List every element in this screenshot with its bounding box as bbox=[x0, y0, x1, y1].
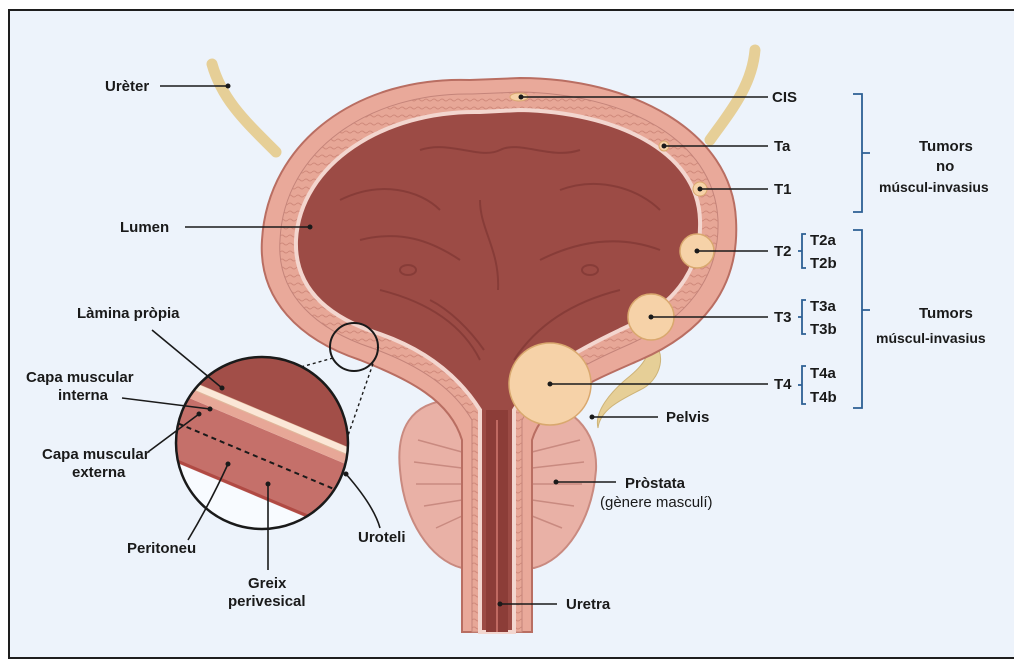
label-ureter: Urèter bbox=[105, 78, 149, 95]
ureter-left bbox=[212, 64, 276, 152]
label-capa-muscular-interna-2: interna bbox=[58, 387, 109, 404]
label-invasive-2: múscul-invasius bbox=[876, 330, 986, 346]
label-t4: T4 bbox=[774, 376, 792, 393]
label-non-invasive-2: no bbox=[936, 158, 954, 175]
label-uroteli: Uroteli bbox=[358, 529, 406, 546]
substage-brackets bbox=[798, 234, 806, 404]
ureter-right bbox=[710, 50, 755, 140]
label-capa-muscular-externa-1: Capa muscular bbox=[42, 446, 150, 463]
label-lumen: Lumen bbox=[120, 219, 169, 236]
label-t1: T1 bbox=[774, 181, 792, 198]
label-greix-2: perivesical bbox=[228, 593, 306, 610]
label-t2b: T2b bbox=[810, 255, 837, 272]
label-prostata: Pròstata bbox=[625, 475, 686, 492]
label-ta: Ta bbox=[774, 138, 791, 155]
zoom-detail bbox=[170, 355, 360, 540]
label-t3: T3 bbox=[774, 309, 792, 326]
label-greix-1: Greix bbox=[248, 575, 287, 592]
label-t4b: T4b bbox=[810, 389, 837, 406]
label-pelvis: Pelvis bbox=[666, 409, 709, 426]
label-peritoneu: Peritoneu bbox=[127, 540, 196, 557]
label-t2a: T2a bbox=[810, 232, 837, 249]
label-prostata-note: (gènere masculí) bbox=[600, 494, 713, 511]
label-non-invasive-3: múscul-invasius bbox=[879, 179, 989, 195]
label-cis: CIS bbox=[772, 89, 797, 106]
label-t3a: T3a bbox=[810, 298, 837, 315]
label-capa-muscular-interna-1: Capa muscular bbox=[26, 369, 134, 386]
label-lamina-propia: Làmina pròpia bbox=[77, 305, 180, 322]
group-brackets bbox=[853, 94, 870, 408]
label-t4a: T4a bbox=[810, 365, 837, 382]
label-t3b: T3b bbox=[810, 321, 837, 338]
label-non-invasive-1: Tumors bbox=[919, 138, 973, 155]
label-invasive-1: Tumors bbox=[919, 305, 973, 322]
label-t2: T2 bbox=[774, 243, 792, 260]
label-capa-muscular-externa-2: externa bbox=[72, 464, 126, 481]
label-uretra: Uretra bbox=[566, 596, 611, 613]
